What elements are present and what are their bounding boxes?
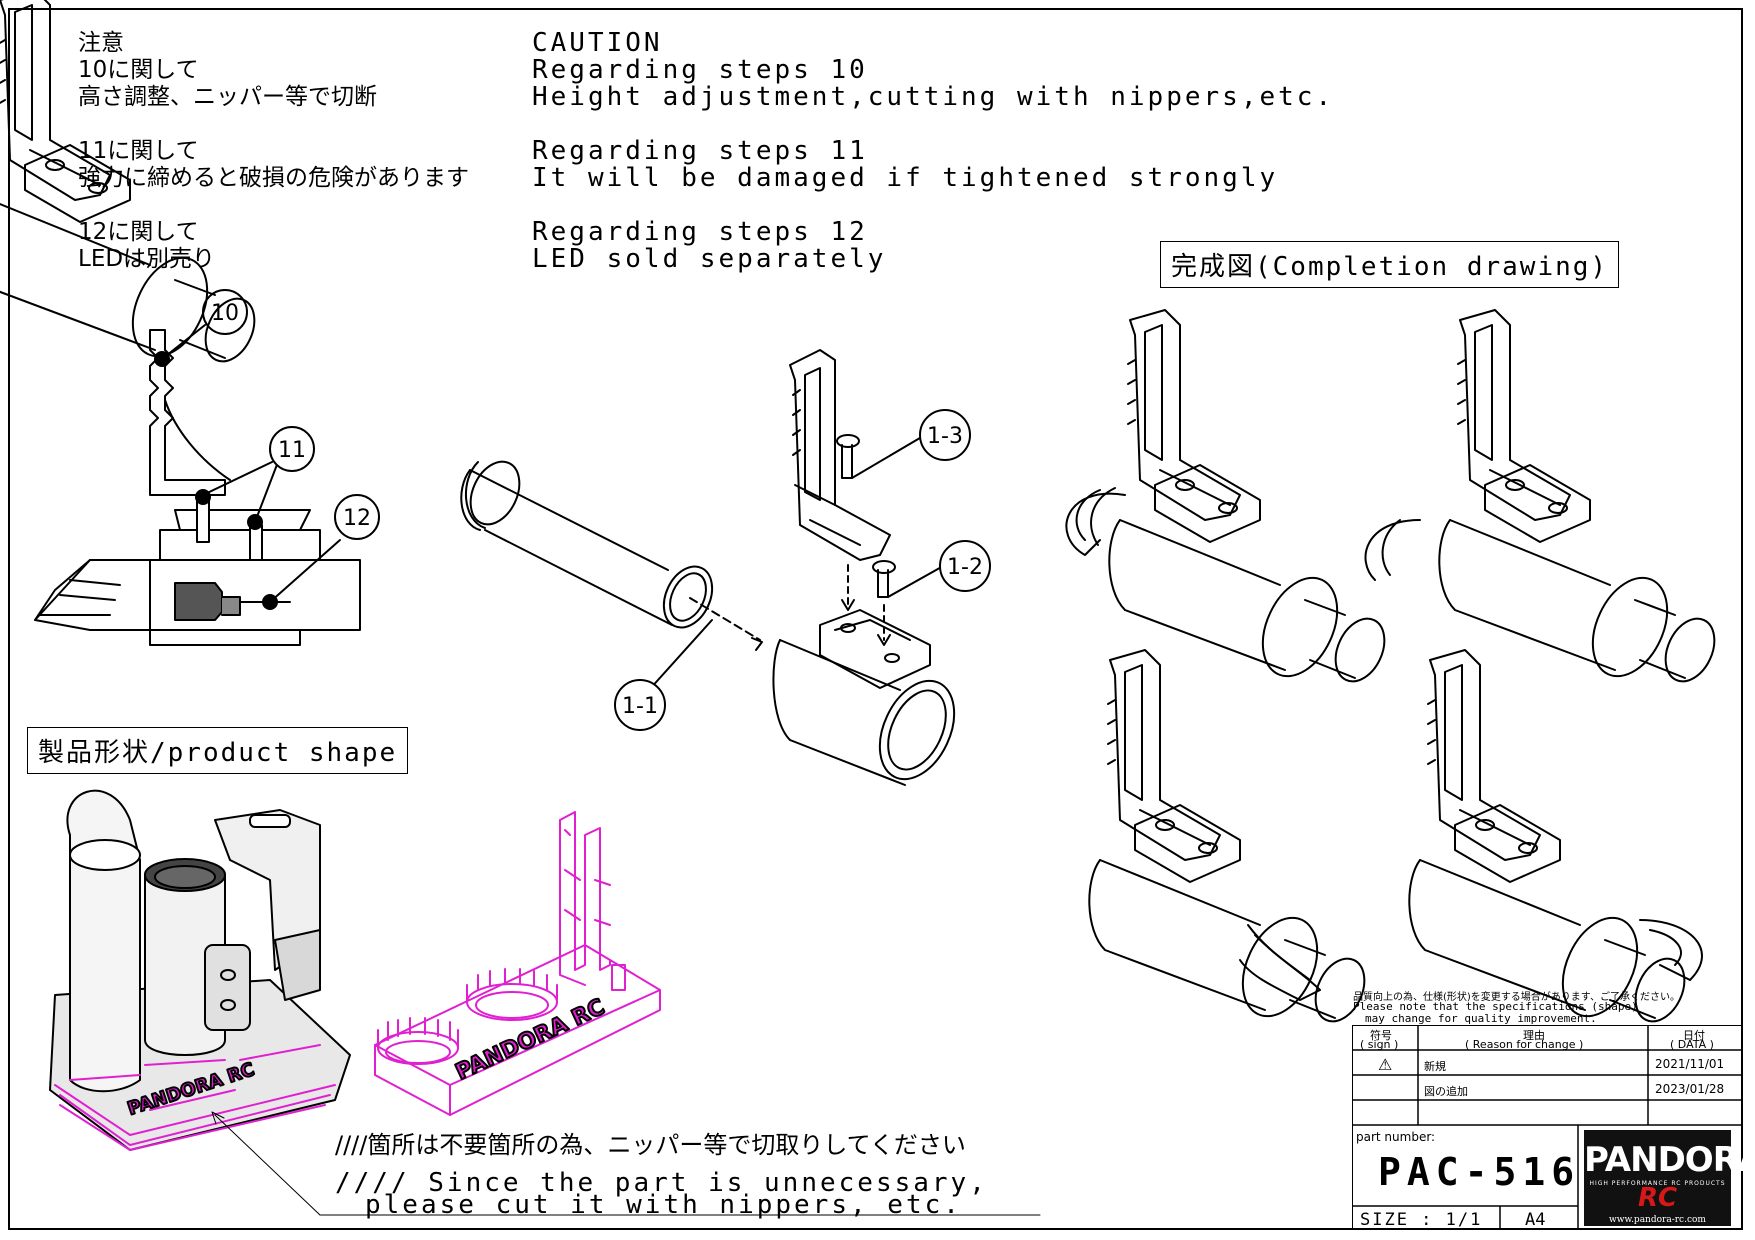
row1-reason: 新規 <box>1424 1060 1446 1073</box>
col-reason-en: ( Reason for change ) <box>1465 1038 1584 1051</box>
note-jp-step12-head: 12に関して <box>78 219 199 245</box>
product-shape-cut-area <box>54 1044 336 1151</box>
callout-1-3-circle <box>919 409 971 461</box>
logo-url: www.pandora-rc.com <box>1609 1215 1706 1225</box>
part-number-label: part number: <box>1356 1130 1436 1144</box>
drawing-frame <box>8 8 1743 1230</box>
col-reason-jp: 理由 <box>1523 1029 1545 1042</box>
callout-11-text: 11 <box>278 438 306 463</box>
row2-date: 2023/01/28 <box>1655 1082 1725 1096</box>
col-date-jp: 日付 <box>1683 1029 1705 1042</box>
note-en-step11-head: Regarding steps 11 <box>532 136 868 166</box>
row1-date: 2021/11/01 <box>1655 1057 1725 1071</box>
note-jp-step12-body: LEDは別売り <box>78 246 216 272</box>
callout-1-1-circle <box>614 679 666 731</box>
note-en-step10-body: Height adjustment,cutting with nippers,e… <box>532 82 1335 112</box>
size-label: SIZE : 1/1 <box>1360 1210 1483 1230</box>
product-shape-sprue-grey <box>49 789 351 1151</box>
logo-tagline: HIGH PERFORMANCE RC PRODUCTS <box>1589 1180 1726 1187</box>
notice-en-2: may change for quality improvement. <box>1365 1012 1597 1025</box>
pandora-logo: PANDORA HIGH PERFORMANCE RC PRODUCTS RC … <box>1584 1130 1755 1226</box>
callout-1-2-text: 1-2 <box>947 555 983 580</box>
cut-note-en-2: please cut it with nippers, etc. <box>365 1190 962 1220</box>
note-en-step11-body: It will be damaged if tightened strongly <box>532 163 1279 193</box>
callout-1-1-text: 1-1 <box>622 694 658 719</box>
logo-rc: RC <box>1637 1183 1678 1213</box>
row2-reason: 図の追加 <box>1424 1085 1468 1098</box>
note-jp-step11-head: 11に関して <box>78 138 199 164</box>
col-sign-en: ( sign ) <box>1360 1038 1399 1051</box>
notice-en-1: Please note that the specifications (sha… <box>1353 1000 1638 1013</box>
part-number: PAC-516 <box>1378 1150 1581 1194</box>
paper-size: A4 <box>1525 1210 1546 1230</box>
callout-11-circle <box>269 426 315 472</box>
col-date-en: ( DATA ) <box>1670 1038 1714 1051</box>
note-en-step12-body: LED sold separately <box>532 244 887 274</box>
cut-note-jp: ////箇所は不要箇所の為、ニッパー等で切取りしてください <box>335 1131 966 1159</box>
completion-label: 完成図(Completion drawing) <box>1160 241 1620 288</box>
cut-note-en-1: //// Since the part is unnecessary, <box>335 1168 988 1198</box>
note-en-step10-head: Regarding steps 10 <box>532 55 868 85</box>
callout-10-text: 10 <box>211 301 239 326</box>
title-block <box>1352 1025 1743 1230</box>
product-shape-label: 製品形状/product shape <box>27 727 409 774</box>
callout-12-circle <box>334 494 380 540</box>
exploded-view <box>460 349 956 786</box>
completion-variant <box>0 0 256 363</box>
callout-1-2-circle <box>939 540 991 592</box>
col-sign-jp: 符号 <box>1370 1029 1392 1042</box>
corrugated-ends <box>1065 487 1703 1001</box>
callout-12-text: 12 <box>343 506 371 531</box>
note-jp-title: 注意 <box>78 30 124 56</box>
product-shape-sprue-magenta <box>374 811 661 1116</box>
notice-jp: 品質向上の為、仕様(形状)を変更する場合があります、ご了承ください。 <box>1353 992 1681 1003</box>
note-jp-step11-body: 強力に締めると破損の危険があります <box>78 165 469 191</box>
callout-1-3-text: 1-3 <box>927 424 963 449</box>
warning-icon: ⚠ <box>1378 1055 1393 1074</box>
logo-name: PANDORA <box>1584 1140 1755 1180</box>
note-en-title: CAUTION <box>532 28 663 58</box>
note-jp-step10-head: 10に関して <box>78 57 199 83</box>
note-jp-step10-body: 高さ調整、ニッパー等で切断 <box>78 84 377 110</box>
note-en-step12-head: Regarding steps 12 <box>532 217 868 247</box>
